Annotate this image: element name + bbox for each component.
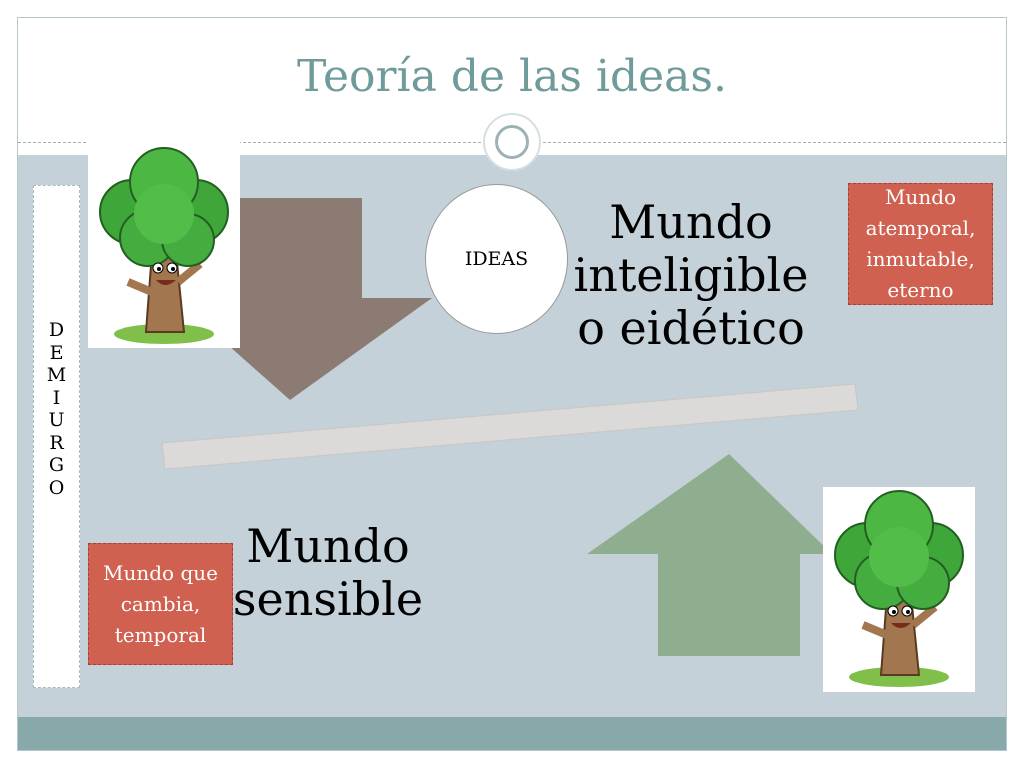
demiurgo-label: D E M I U R G O <box>46 319 67 499</box>
mundo-inteligible-label: Mundo inteligible o eidético <box>573 195 809 355</box>
slide-title: Teoría de las ideas. <box>297 51 727 102</box>
demiurgo-column: D E M I U R G O <box>33 185 80 688</box>
down-arrow <box>175 198 432 400</box>
up-arrow <box>587 454 832 656</box>
footer-bar <box>18 717 1006 750</box>
mundo-sensible-label: Mundo sensible <box>232 519 424 626</box>
cartoon-tree-icon <box>88 142 240 348</box>
ring-ornament-icon <box>483 113 541 171</box>
ideas-circle: IDEAS <box>425 184 568 334</box>
slide-frame <box>17 17 1007 751</box>
temporal-note: Mundo que cambia, temporal <box>88 543 233 665</box>
temporal-note-text: Mundo que cambia, temporal <box>103 560 218 647</box>
balance-bar <box>161 383 859 470</box>
atemporal-note: Mundo atemporal, inmutable, eterno <box>848 183 993 305</box>
cartoon-tree-icon <box>823 487 975 692</box>
atemporal-note-text: Mundo atemporal, inmutable, eterno <box>865 185 976 302</box>
